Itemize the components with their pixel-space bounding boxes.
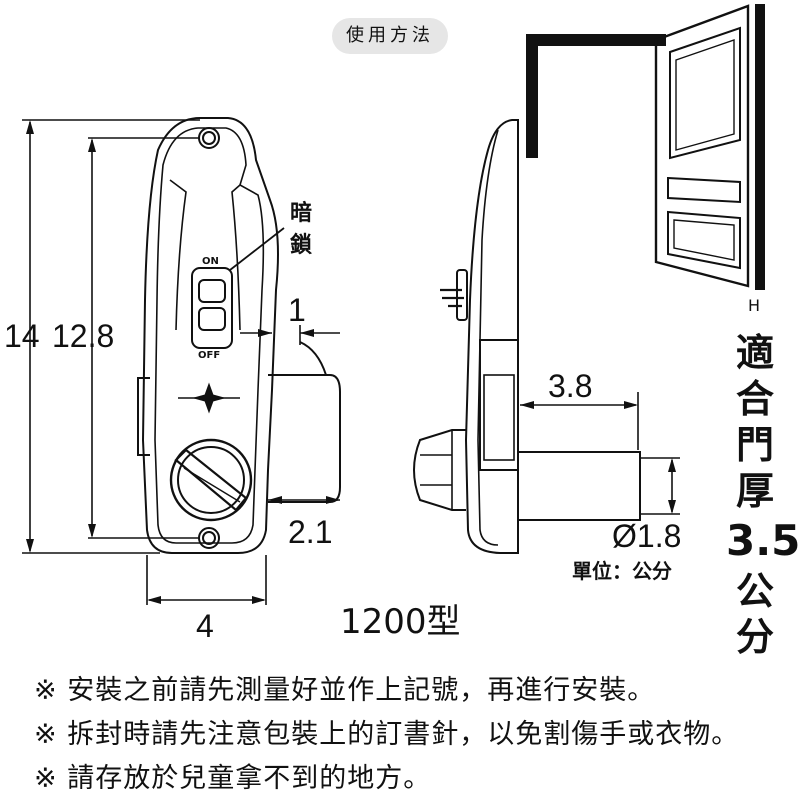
switch-on-label: ON: [202, 256, 219, 267]
dim-width: 4: [196, 608, 214, 644]
side-view-lock: [413, 119, 641, 554]
latch-label-line1: 暗: [290, 201, 313, 226]
dim-outer-height: 14: [4, 318, 40, 354]
latch-label: 暗 鎖: [290, 198, 312, 262]
door-label-line-2: 合: [735, 377, 774, 421]
door-unit-line-2: 分: [735, 615, 774, 659]
door-thickness-marker: H: [748, 296, 761, 315]
note-1: ※ 安裝之前請先測量好並作上記號，再進行安裝。: [34, 675, 656, 706]
section-title: 使用方法: [332, 18, 448, 54]
switch-off-label: OFF: [198, 350, 221, 361]
dim-bolt-gap: 2.1: [288, 514, 333, 550]
door-thickness-label: 適 合 門 厚 3.5 公 分: [726, 330, 800, 660]
door-unit-line-1: 公: [735, 569, 774, 613]
door-thickness-value: 3.5: [726, 516, 800, 565]
door-label-line-1: 適: [735, 331, 774, 375]
side-dimension-lines: [520, 392, 680, 515]
door-illustration: [526, 4, 765, 290]
door-label-line-3: 門: [735, 423, 774, 467]
unit-label: 單位：公分: [572, 559, 672, 583]
model-label: 1200型: [340, 602, 461, 642]
note-3: ※ 請存放於兒童拿不到的地方。: [34, 763, 432, 794]
door-label-line-4: 厚: [735, 469, 774, 513]
dim-inner-height: 12.8: [52, 318, 115, 354]
dim-latch-offset: 1: [288, 292, 306, 328]
front-dimension-lines: [22, 119, 340, 605]
dim-bolt-diameter: Ø1.8: [612, 518, 682, 554]
note-2: ※ 拆封時請先注意包裝上的訂書針，以免割傷手或衣物。: [34, 719, 740, 750]
dim-bolt-length: 3.8: [548, 368, 593, 404]
latch-label-line2: 鎖: [290, 233, 313, 258]
